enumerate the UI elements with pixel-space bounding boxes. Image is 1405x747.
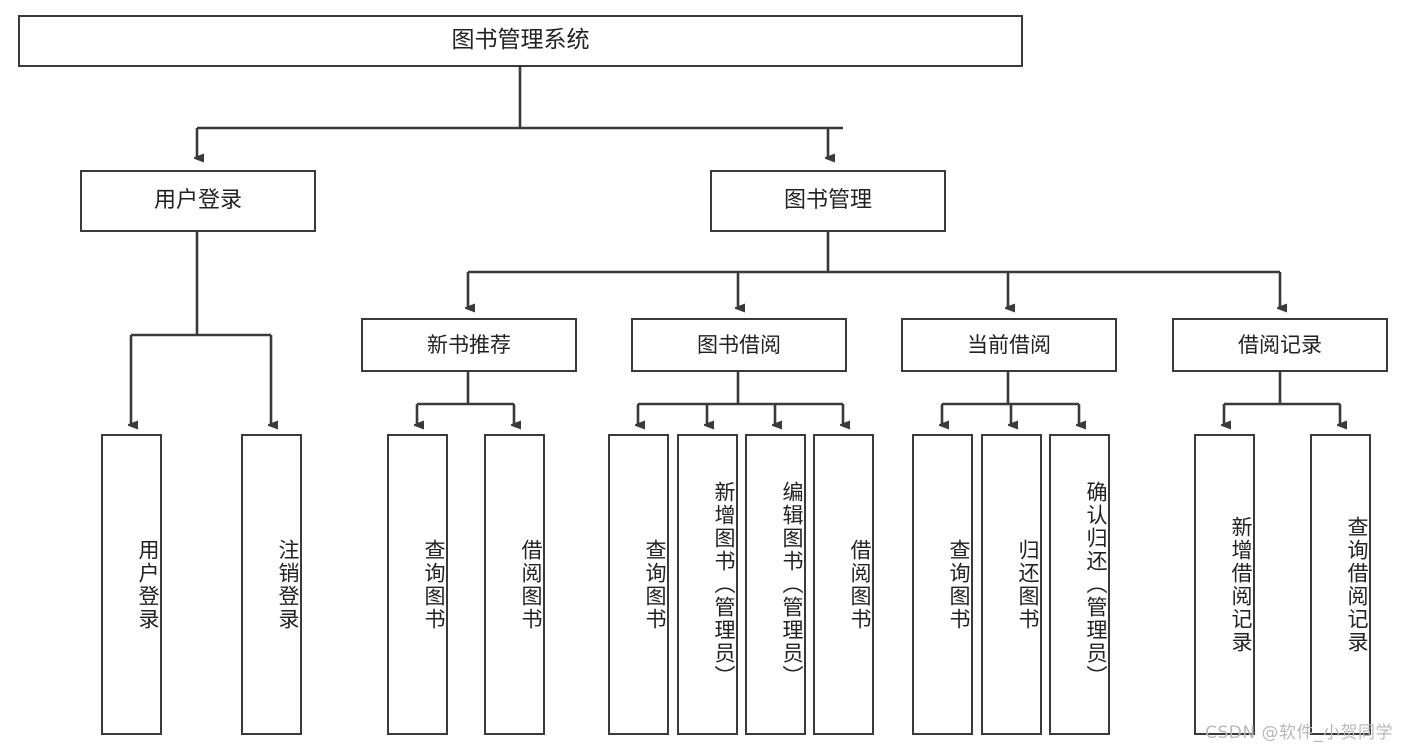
node-book-management[interactable]: 图书管理	[710, 170, 946, 232]
node-label: 用户登录	[136, 538, 160, 631]
node-label: 图书管理	[783, 188, 872, 214]
node-label: 借阅记录	[1238, 332, 1322, 357]
node-leaf-borrow-book[interactable]: 借阅图书	[813, 434, 874, 735]
node-leaf-edit-book-admin[interactable]: 编辑图书（管理员）	[745, 434, 806, 735]
node-label: 当前借阅	[967, 332, 1051, 357]
node-label: 图书借阅	[697, 332, 781, 357]
node-leaf-borrow-book-recommend[interactable]: 借阅图书	[484, 434, 545, 735]
node-label: 编辑图书（管理员）	[780, 481, 804, 688]
node-leaf-query-book-borrow[interactable]: 查询图书	[608, 434, 669, 735]
node-borrow-record[interactable]: 借阅记录	[1172, 318, 1388, 372]
node-leaf-return-book[interactable]: 归还图书	[981, 434, 1042, 735]
node-leaf-add-book-admin[interactable]: 新增图书（管理员）	[677, 434, 738, 735]
node-label: 查询图书	[422, 538, 446, 631]
node-label: 借阅图书	[848, 538, 872, 631]
node-leaf-logout[interactable]: 注销登录	[241, 434, 302, 735]
node-label: 用户登录	[153, 188, 242, 214]
node-label: 借阅图书	[519, 538, 543, 631]
node-user-login[interactable]: 用户登录	[80, 170, 316, 232]
node-leaf-query-book-recommend[interactable]: 查询图书	[387, 434, 448, 735]
node-label: 新增图书（管理员）	[712, 481, 736, 688]
node-book-borrow[interactable]: 图书借阅	[631, 318, 847, 372]
node-label: 归还图书	[1016, 538, 1040, 631]
node-leaf-add-borrow-record[interactable]: 新增借阅记录	[1194, 434, 1255, 735]
node-label: 查询图书	[643, 538, 667, 631]
node-label: 查询借阅记录	[1345, 515, 1369, 654]
node-label: 注销登录	[276, 538, 300, 631]
csdn-watermark: CSDN @软件_小贺同学	[1205, 723, 1393, 743]
node-current-borrow[interactable]: 当前借阅	[901, 318, 1117, 372]
node-root-book-management-system[interactable]: 图书管理系统	[18, 15, 1023, 67]
node-new-book-recommend[interactable]: 新书推荐	[361, 318, 577, 372]
node-label: 新书推荐	[427, 332, 511, 357]
node-leaf-confirm-return-admin[interactable]: 确认归还（管理员）	[1049, 434, 1110, 735]
node-label: 图书管理系统	[451, 27, 590, 54]
node-leaf-query-borrow-record[interactable]: 查询借阅记录	[1310, 434, 1371, 735]
node-label: 查询图书	[947, 538, 971, 631]
node-label: 新增借阅记录	[1229, 515, 1253, 654]
node-leaf-user-login[interactable]: 用户登录	[101, 434, 162, 735]
node-leaf-query-book-current[interactable]: 查询图书	[912, 434, 973, 735]
node-label: 确认归还（管理员）	[1084, 481, 1108, 688]
